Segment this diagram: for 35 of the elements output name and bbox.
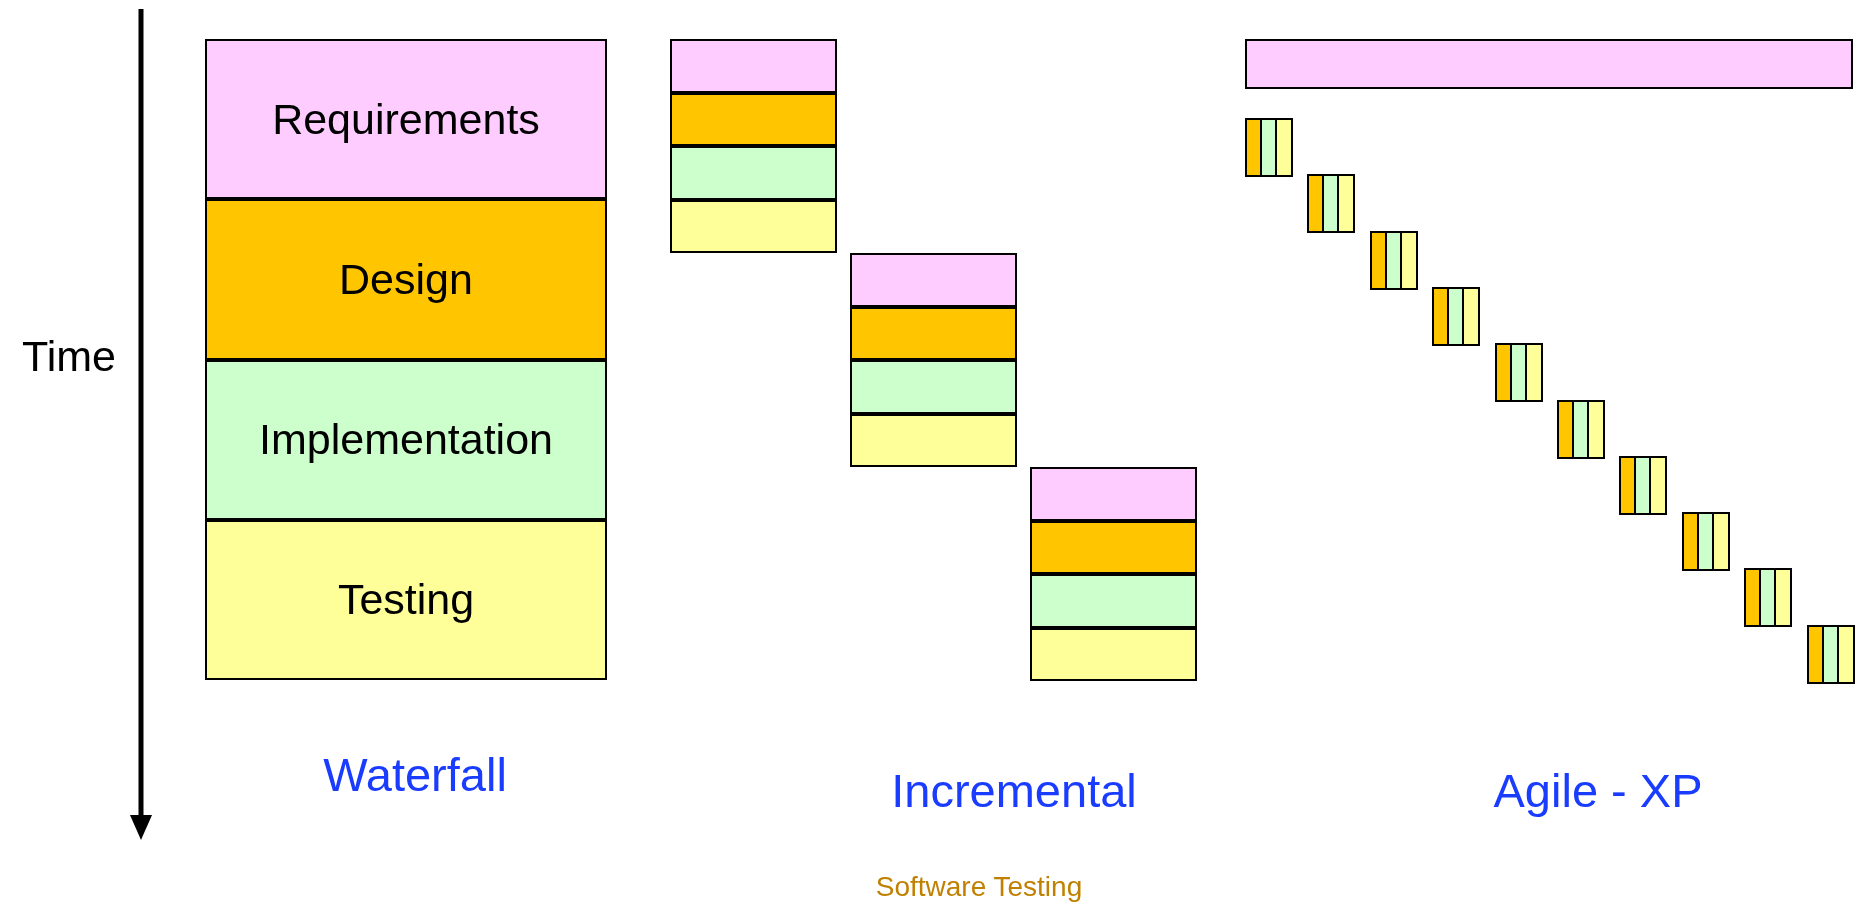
phase-bar [1245,39,1853,89]
iteration-box [1619,455,1668,515]
phase-bar [670,92,837,147]
phase-band [205,359,607,520]
phase-bar [1030,467,1197,521]
model-label: Waterfall [323,750,507,798]
phase-bar [850,413,1017,468]
phase-bar [850,360,1017,414]
phase-bar [670,39,837,93]
phase-band [205,519,607,680]
phase-bar [1030,520,1197,575]
phase-name: Requirements [272,94,540,144]
iteration-box [1681,512,1730,572]
phase-band [205,39,607,200]
phase-name: Design [339,254,473,304]
iteration-box [1432,286,1481,346]
model-label: Incremental [891,766,1137,814]
iteration-box [1806,624,1855,684]
iteration-box [1369,230,1418,290]
iteration-box [1245,118,1293,177]
phase-bar [850,253,1017,307]
phase-bar [850,306,1017,361]
phase-name: Testing [337,575,475,625]
iteration-box [1744,568,1793,628]
iteration-box [1307,174,1356,234]
phase-name: Implementation [259,415,553,465]
iteration-box [1557,399,1605,459]
phase-bar [670,146,837,200]
iteration-box [1494,343,1543,403]
footer-text: Software Testing [875,873,1083,901]
axis-label: Time [22,334,116,378]
phase-bar [1030,574,1197,628]
phase-bar [670,199,837,254]
phase-band [205,199,607,360]
phase-bar [1030,627,1197,682]
